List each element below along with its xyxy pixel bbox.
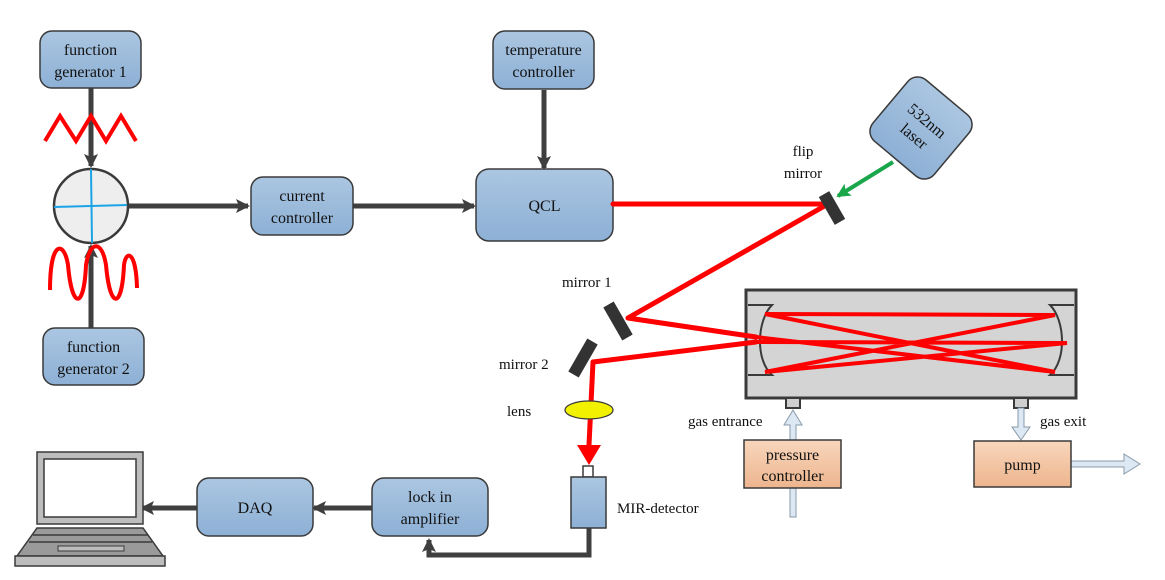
- daq-label: DAQ: [238, 500, 273, 517]
- multipass-gas-cell: [744, 288, 1078, 409]
- qcl-label: QCL: [529, 198, 561, 215]
- triangle-wave-icon: [43, 112, 138, 145]
- flip-mirror-label-line2: mirror: [784, 166, 822, 182]
- pump-label: pump: [1004, 457, 1040, 474]
- laptop-icon: [14, 451, 166, 567]
- mir-detector-label: MIR-detector: [617, 501, 699, 517]
- lens: [564, 400, 614, 420]
- laser-beams: [586, 201, 1068, 448]
- summing-junction-icon: [52, 167, 130, 245]
- mirror-2-label: mirror 2: [499, 357, 549, 373]
- temperature-controller-line1: temperature: [505, 42, 581, 59]
- beam-cell-to-mirror2: [590, 339, 759, 365]
- function-generator-2-block: function generator 2: [42, 327, 145, 386]
- qcl-block: QCL: [475, 168, 614, 242]
- fg1-label-line2: generator 1: [54, 64, 126, 81]
- pressure-controller-block: pressure controller: [743, 439, 842, 489]
- gas-exit-label: gas exit: [1040, 414, 1087, 430]
- beam-green-532: [836, 160, 895, 198]
- gas-entrance-label: gas entrance: [688, 414, 763, 430]
- current-controller-line2: controller: [271, 210, 334, 227]
- sine-wave-icon: [48, 244, 139, 301]
- flip-mirror-label-line1: flip: [793, 144, 814, 160]
- daq-block: DAQ: [196, 477, 314, 537]
- temperature-controller-line2: controller: [512, 64, 575, 81]
- beam-mirror1-to-cell: [625, 315, 759, 340]
- gas-exit-arrow: [1011, 407, 1031, 441]
- temperature-controller-block: temperature controller: [492, 30, 595, 90]
- lock-in-amplifier-block: lock in amplifier: [371, 477, 489, 537]
- mirror-1: [603, 301, 633, 341]
- mir-detector: [570, 465, 607, 529]
- mirror-2: [568, 338, 598, 378]
- beam-multipass: [754, 312, 1068, 374]
- pressure-controller-line2: controller: [761, 468, 824, 485]
- current-controller-line1: current: [279, 188, 325, 205]
- fg2-label-line1: function: [67, 339, 120, 356]
- fg1-label-line1: function: [64, 42, 117, 59]
- pump-exhaust-arrow: [1070, 453, 1141, 475]
- pressure-controller-line1: pressure: [766, 447, 819, 464]
- lock-in-line1: lock in: [408, 489, 452, 506]
- function-generator-1-block: function generator 1: [39, 30, 142, 89]
- current-controller-block: current controller: [250, 176, 354, 236]
- pump-block: pump: [973, 440, 1072, 488]
- lock-in-line2: amplifier: [401, 511, 460, 528]
- wire-detector-to-lockin: [422, 528, 592, 558]
- mirror-1-label: mirror 1: [562, 275, 612, 291]
- flip-mirror: [818, 191, 846, 225]
- fg2-label-line2: generator 2: [57, 361, 129, 378]
- beam-arrowhead: [577, 445, 601, 465]
- lens-label: lens: [507, 404, 531, 420]
- beam-flip-to-mirror1: [625, 201, 831, 321]
- laser-532nm-block: 532nm laser: [869, 76, 973, 180]
- wires: [84, 88, 592, 558]
